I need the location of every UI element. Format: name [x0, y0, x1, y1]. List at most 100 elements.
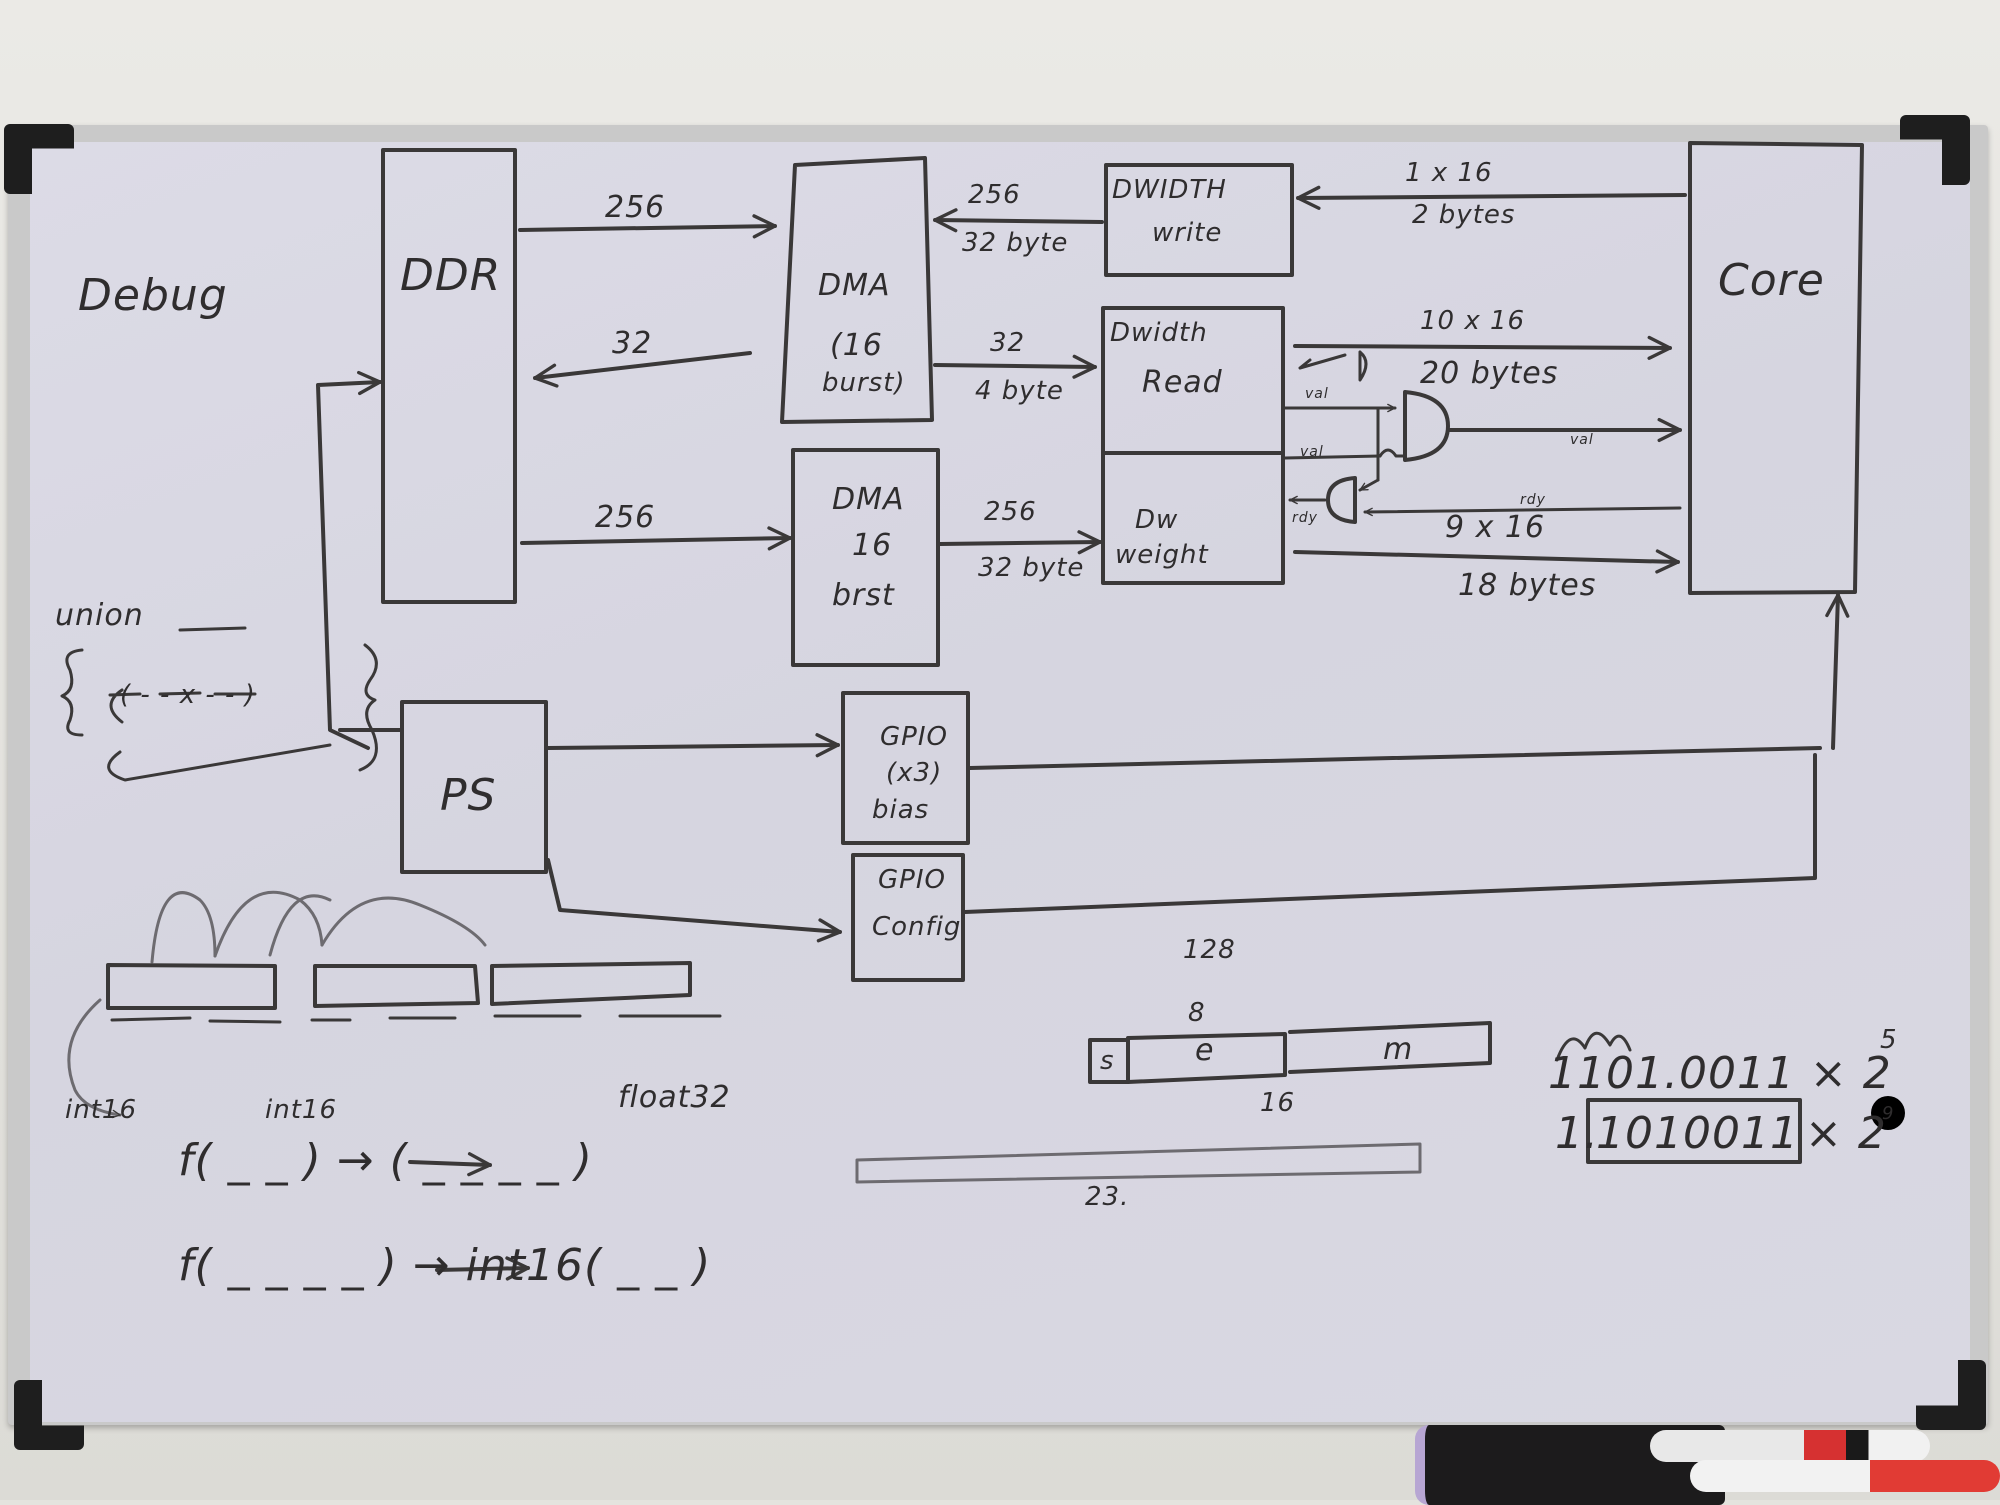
gpio-config-label: GPIO — [878, 865, 946, 895]
dwidth-write-block — [1104, 163, 1294, 277]
mantissa-field: m — [1383, 1032, 1414, 1067]
arrow-dwidth-write-to-dma — [933, 208, 1104, 233]
arrow-weight-to-core — [1293, 549, 1680, 574]
signal-val-label: val — [1570, 432, 1594, 448]
float-format-box — [1088, 1021, 1492, 1084]
and-gate-ready — [1288, 476, 1682, 524]
exponent-bias: 128 — [1183, 935, 1236, 965]
ps-block — [400, 700, 548, 874]
gpio-bias-label: GPIO — [880, 722, 948, 752]
link-bytes-dma-weight: 32 byte — [978, 553, 1085, 583]
union-paren-line — [108, 688, 257, 724]
float32-mantissa-bar — [855, 1142, 1422, 1184]
arrow-ddr-to-dma-bottom — [520, 526, 792, 551]
mantissa-bits: 23. — [1085, 1182, 1130, 1212]
dma-top-block — [780, 156, 934, 424]
sign-field: s — [1100, 1046, 1115, 1076]
core-label: Core — [1718, 255, 1825, 306]
dw-weight-label: Dw — [1135, 505, 1179, 535]
exponent-circle — [1871, 1096, 1905, 1130]
exponent-field: e — [1195, 1033, 1215, 1068]
core-block — [1688, 141, 1864, 595]
marker-pen — [1650, 1430, 1930, 1462]
dwidth-read-sub: Read — [1142, 365, 1223, 400]
conversion-line-2: f( _ _ _ _ ) → int16( _ _ ) — [178, 1240, 712, 1291]
arrow-dma-to-dwidth-read — [933, 354, 1097, 379]
arrow-dma-top-to-ddr — [533, 351, 752, 388]
arrow-into-core-bottom — [1825, 593, 1850, 750]
arrow-core-to-dwidth-write — [1296, 185, 1687, 210]
ps-label: PS — [440, 770, 497, 821]
debug-title: Debug — [78, 270, 228, 321]
union-underline — [178, 626, 247, 632]
union-inner: ( - - x - - ) — [120, 680, 256, 710]
exponent-bits: 8 — [1188, 998, 1206, 1028]
dwidth-write-label: DWIDTH — [1112, 175, 1227, 205]
binary-line-2-exponent: 9 — [1882, 1103, 1895, 1124]
arrow-ps-to-gpio-bias — [546, 733, 840, 758]
gpio-config-block — [851, 853, 965, 982]
link-bytes-core-write: 2 bytes — [1412, 200, 1516, 230]
arrow-float-to-int16 — [435, 1256, 530, 1281]
link-width-core-write: 1 x 16 — [1405, 158, 1493, 188]
int16-side-label: int16 — [65, 1095, 137, 1125]
link-bytes-weight-core: 18 bytes — [1458, 568, 1597, 603]
dma-bottom-burst-count: 16 — [852, 528, 893, 563]
shift-arcs — [1555, 1031, 1632, 1062]
link-bytes-dma-read: 4 byte — [975, 376, 1064, 406]
dma-top-burst-count: (16 — [830, 328, 883, 363]
half-precision-bits: 16 — [1260, 1088, 1296, 1118]
link-width-ddr-dma-bottom: 256 — [595, 500, 656, 535]
signal-rdy-label: rdy — [1520, 492, 1546, 508]
conversion-line-1: f( _ _ ) → ( _ _ _ _ ) — [178, 1135, 593, 1186]
signal-val-label: val — [1305, 386, 1329, 402]
dw-weight-block — [1101, 451, 1285, 585]
link-width-dma-weight: 256 — [984, 497, 1037, 527]
binary-line-1: 1101.0011 × 2 — [1548, 1048, 1892, 1099]
float32-label: float32 — [618, 1080, 731, 1115]
memory-buffers — [67, 890, 722, 1119]
mantissa-highlight-box — [1586, 1098, 1802, 1164]
signal-val-label: val — [1300, 444, 1324, 460]
dma-bottom-block — [791, 448, 940, 667]
union-brace-close — [358, 643, 378, 772]
dw-weight-sub: weight — [1115, 540, 1209, 570]
link-width-write-dma: 256 — [968, 180, 1021, 210]
gpio-bias-count: (x3) — [886, 758, 943, 788]
arrow-ddr-to-dma-top — [518, 214, 777, 239]
union-brace-open — [60, 648, 84, 737]
link-width-dma-ddr: 32 — [612, 326, 653, 361]
int16-label: int16 — [265, 1095, 337, 1125]
ddr-label: DDR — [400, 250, 502, 301]
debug-loop-line — [316, 370, 382, 750]
link-bytes-write-dma: 32 byte — [962, 228, 1069, 258]
line-gpio-bias-to-core — [968, 746, 1822, 770]
link-width-dma-read: 32 — [990, 328, 1026, 358]
union-keyword: union — [55, 598, 144, 633]
binary-line-2-prefix: 1. — [1555, 1108, 1599, 1159]
dma-bottom-burst-label: brst — [832, 578, 895, 613]
link-width-weight-core: 9 x 16 — [1445, 510, 1546, 545]
eraser — [1415, 1425, 1725, 1505]
dma-bottom-label: DMA — [832, 482, 905, 517]
arrow-ps-to-gpio-config — [546, 858, 842, 943]
arrow-read-to-core — [1293, 335, 1672, 360]
link-width-read-core: 10 x 16 — [1420, 306, 1526, 336]
small-gate-read — [1298, 350, 1368, 382]
link-width-ddr-dma-top: 256 — [605, 190, 666, 225]
ddr-block — [381, 148, 517, 604]
and-gate-valid — [1283, 390, 1682, 482]
dma-top-label: DMA — [818, 268, 891, 303]
signal-rdy-label: rdy — [1292, 510, 1318, 526]
gpio-bias-sub: bias — [872, 795, 930, 825]
marker-pen — [1690, 1460, 2000, 1492]
arrow-int16-to-float32 — [408, 1152, 492, 1177]
binary-line-1-exponent: 5 — [1880, 1025, 1898, 1055]
binary-line-2-suffix: × 2 — [1805, 1108, 1887, 1159]
link-bytes-read-core: 20 bytes — [1420, 356, 1559, 391]
binary-line-2-mantissa: 1010011 — [1596, 1108, 1799, 1159]
line-gpio-config-to-core — [963, 753, 1817, 914]
union-bottom-line — [107, 743, 332, 782]
dwidth-read-label: Dwidth — [1110, 318, 1208, 348]
